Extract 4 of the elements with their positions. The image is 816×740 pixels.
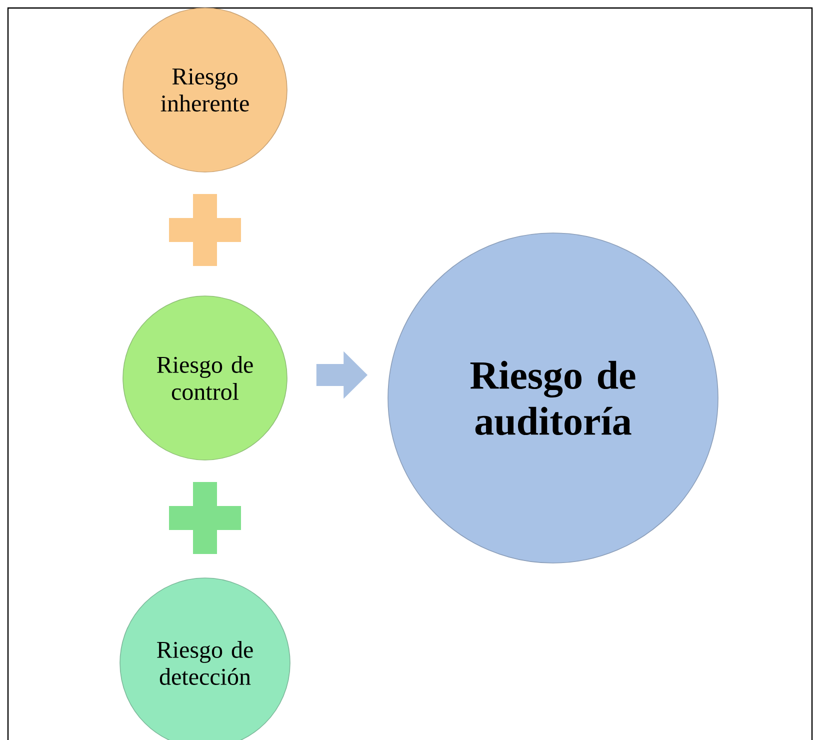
circle-node: Riesgo de detección <box>120 578 290 740</box>
circle-node: Riesgo de auditoría <box>388 232 718 564</box>
circle-node: Riesgo inherente <box>122 8 288 172</box>
circle-node: Riesgo de control <box>122 296 288 460</box>
